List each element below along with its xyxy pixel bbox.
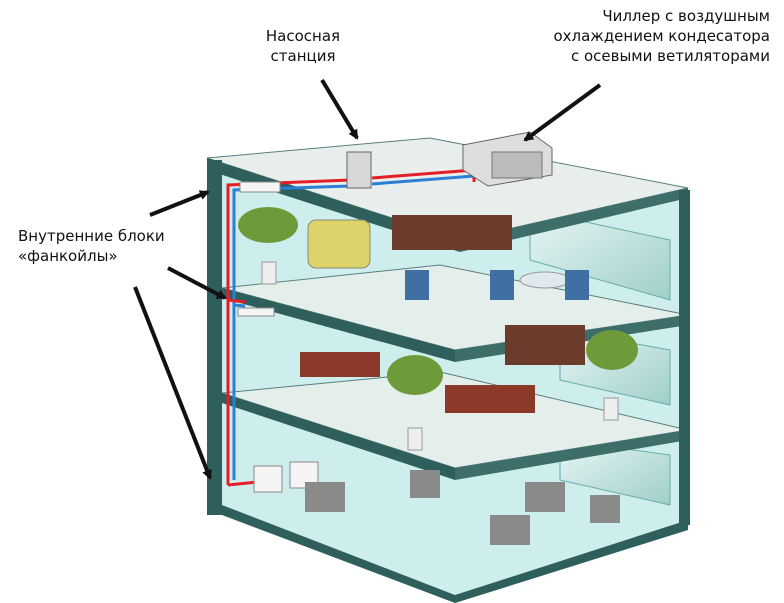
callout-arrows <box>133 78 602 480</box>
pump-station-label: Насосная станция <box>248 26 358 66</box>
label-line: станция <box>270 47 336 65</box>
chiller-label: Чиллер с воздушным охлаждением кондесато… <box>470 6 770 66</box>
furniture <box>238 207 638 545</box>
chiller <box>462 131 553 187</box>
arrow-fancoil-top <box>149 190 210 217</box>
arrow-fancoil-bottom <box>133 286 212 480</box>
pump-station <box>346 151 372 189</box>
left-wall <box>207 160 222 515</box>
label-line: «фанкойлы» <box>18 247 118 265</box>
fancoils-label: Внутренние блоки «фанкойлы» <box>18 226 218 266</box>
label-line: охлаждением кондесатора <box>553 27 770 45</box>
window-top <box>529 209 671 301</box>
arrow-fancoil-middle <box>167 266 227 300</box>
arrow-chiller <box>523 83 602 142</box>
label-line: с осевыми ветиляторами <box>570 47 770 65</box>
label-line: Внутренние блоки <box>18 227 165 245</box>
arrow-pump-station <box>320 78 359 140</box>
right-wall <box>679 190 690 525</box>
fancoil-units <box>237 181 319 493</box>
label-line: Насосная <box>265 27 341 45</box>
label-line: Чиллер с воздушным <box>602 7 770 25</box>
